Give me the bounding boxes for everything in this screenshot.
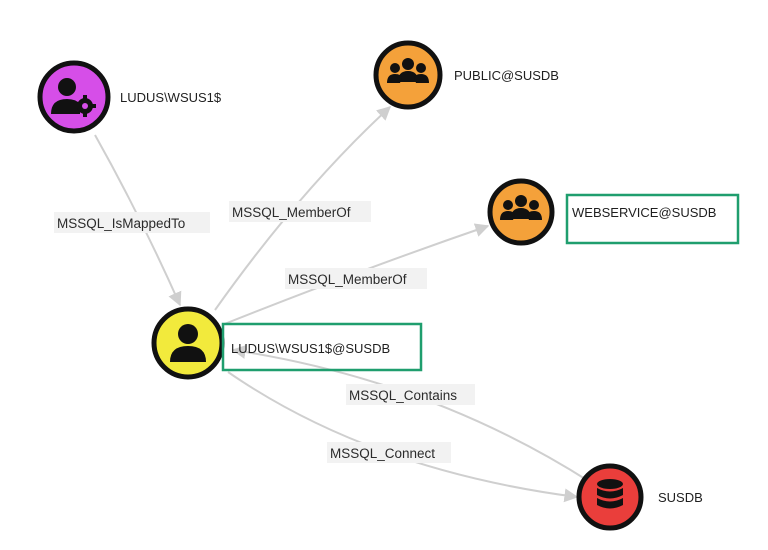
edge-member-of-public[interactable] [214,106,392,311]
node-database[interactable]: SUSDB [576,463,703,531]
node-wsus-computer[interactable]: LUDUS\WSUS1$ [37,60,222,134]
edge-label-text: MSSQL_IsMappedTo [57,216,185,231]
node-label: SUSDB [658,490,703,505]
node-webservice-role[interactable]: WEBSERVICE@SUSDB [487,178,740,246]
database-icon [597,479,623,509]
node-label: WEBSERVICE@SUSDB [572,205,716,220]
edge-label-member-of-webservice: MSSQL_MemberOf [285,268,427,289]
user-icon [170,324,206,362]
edge-label-text: MSSQL_Connect [330,446,435,461]
user-gear-icon [51,78,96,117]
node-label: LUDUS\WSUS1$@SUSDB [231,341,390,356]
highlight-box [565,193,740,245]
node-db-user[interactable]: LUDUS\WSUS1$@SUSDB [151,306,423,380]
edge-label-text: MSSQL_MemberOf [232,205,351,220]
node-circle [37,60,111,134]
edge-label-connect: MSSQL_Connect [327,442,451,463]
highlight-box [221,322,423,372]
node-label: PUBLIC@SUSDB [454,68,559,83]
node-public-role[interactable]: PUBLIC@SUSDB [373,40,559,110]
users-group-icon [387,58,429,83]
edge-label-member-of-public: MSSQL_MemberOf [229,201,371,222]
edge-label-text: MSSQL_MemberOf [288,272,407,287]
edge-label-is-mapped-to: MSSQL_IsMappedTo [54,212,210,233]
users-group-icon [500,195,542,220]
node-label: LUDUS\WSUS1$ [120,90,222,105]
edge-label-contains: MSSQL_Contains [346,384,475,405]
edge-label-text: MSSQL_Contains [349,388,457,403]
